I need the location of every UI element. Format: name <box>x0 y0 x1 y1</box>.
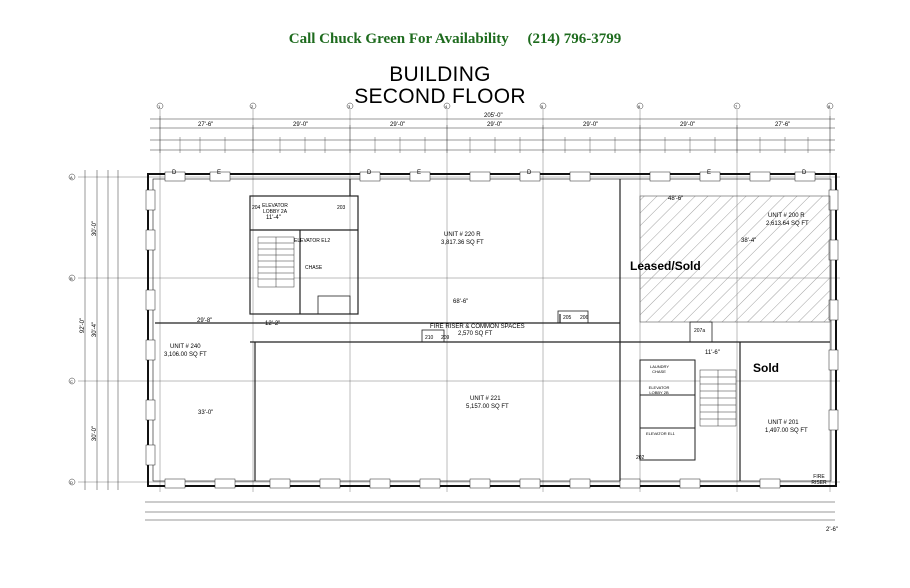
stair-left <box>257 236 295 288</box>
room-209-label: 209 <box>441 335 450 341</box>
chase-label: CHASE <box>305 265 323 271</box>
exterior-walls <box>147 173 837 487</box>
unit-220r-name: UNIT # 220 R <box>444 232 481 238</box>
grid-bubble-1 <box>156 102 164 110</box>
left-bay-dim-2: 30'-4" <box>92 321 99 338</box>
unit-220r-area: 3,817.36 SQ FT <box>441 240 484 246</box>
elevator-lobby-2b-label: ELEVATOR LOBBY 2B <box>648 385 670 395</box>
grid-label-b: B <box>70 276 73 281</box>
unit-221-area: 5,157.00 SQ FT <box>466 404 509 410</box>
contact-banner: Call Chuck Green For Availability (214) … <box>288 31 622 47</box>
grid-label-d: D <box>70 480 73 485</box>
window-tag: E <box>417 170 422 176</box>
unit-200r-name: UNIT # 200 R <box>768 213 805 219</box>
bay-dim-1: 27'-6" <box>198 122 214 128</box>
bottom-dimension-strings <box>145 501 835 521</box>
bay-dim-4: 29'-0" <box>487 122 503 128</box>
unit-221-name: UNIT # 221 <box>470 396 501 402</box>
grid-label-1: 1 <box>158 104 161 109</box>
room-204-label: 204 <box>252 205 261 211</box>
dim-12-2: 12'-2" <box>265 321 281 327</box>
window-tag: E <box>217 170 222 176</box>
laundry-chase-label: LAUNDRY CHASE <box>650 364 670 374</box>
unit-201-area: 1,497.00 SQ FT <box>765 428 808 434</box>
grid-bubble-d <box>68 478 76 486</box>
unit-240-area: 3,106.00 SQ FT <box>164 352 207 358</box>
leased-sold-status: Leased/Sold <box>630 259 701 273</box>
bay-dim-6: 29'-0" <box>680 122 696 128</box>
grid-bubble-5 <box>539 102 547 110</box>
room-210-label: 210 <box>425 335 434 341</box>
sold-status: Sold <box>753 361 779 375</box>
grid-bubble-8 <box>826 102 834 110</box>
grid-label-3: 3 <box>348 104 351 109</box>
grid-label-8: 8 <box>828 104 831 109</box>
small-rooms <box>317 295 713 343</box>
common-spaces-name: FIRE RISER & COMMON SPACES <box>430 324 525 330</box>
room-205-label: 205 <box>563 315 572 321</box>
bay-dim-3: 29'-0" <box>390 122 406 128</box>
grid-bubble-7 <box>733 102 741 110</box>
window-tag: E <box>707 170 712 176</box>
grid-bubble-2 <box>249 102 257 110</box>
stair-right <box>699 369 737 427</box>
room-203-label: 203 <box>337 205 346 211</box>
dim-29-8: 29'-8" <box>197 318 213 324</box>
elevator-core-right <box>639 359 696 461</box>
left-bay-dim-3: 30'-0" <box>92 425 99 442</box>
window-tag: D <box>527 170 532 176</box>
dim-11-4: 11'-4" <box>266 215 281 221</box>
room-206-label: 206 <box>580 315 589 321</box>
bay-dim-5: 29'-0" <box>583 122 599 128</box>
leased-area-hatch <box>639 195 831 323</box>
dim-11-6: 11'-6" <box>705 350 720 356</box>
common-spaces-area: 2,570 SQ FT <box>458 331 493 337</box>
grid-bubble-b <box>68 274 76 282</box>
grid-bubble-a <box>68 173 76 181</box>
fire-riser-label: FIRE RISER <box>811 474 827 486</box>
dim-38-4: 38'-4" <box>741 238 757 244</box>
grid-bubble-6 <box>636 102 644 110</box>
grid-bubble-4 <box>443 102 451 110</box>
elevator-2b-label: ELEVATOR EL1 <box>646 431 675 436</box>
dim-48-6: 48'-6" <box>668 196 684 202</box>
unit-201-name: UNIT # 201 <box>768 420 799 426</box>
grid-label-a: A <box>70 175 73 180</box>
grid-label-4: 4 <box>445 104 448 109</box>
top-dimension-strings <box>150 118 835 151</box>
grid-label-5: 5 <box>541 104 544 109</box>
bay-dim-2: 29'-0" <box>293 122 309 128</box>
dim-68-6: 68'-6" <box>453 299 469 305</box>
plan-title-line-2: SECOND FLOOR <box>354 85 526 108</box>
unit-240-name: UNIT # 240 <box>170 344 201 350</box>
elevator-label: ELEVATOR EL2 <box>294 238 331 244</box>
room-207a-label: 207a <box>694 328 706 334</box>
dim-33-0: 33'-0" <box>198 410 214 416</box>
left-bay-dim-1: 30'-0" <box>92 220 99 237</box>
room-202-label: 202 <box>636 455 645 461</box>
dimension-ticks <box>159 116 831 153</box>
grid-label-6: 6 <box>638 104 641 109</box>
window-tag: D <box>367 170 372 176</box>
bay-dim-7: 27'-6" <box>775 122 791 128</box>
overall-width-dim: 205'-0" <box>484 113 503 119</box>
overall-depth-dim: 92'-0" <box>80 317 87 334</box>
column-grid-bubbles <box>68 102 834 486</box>
grid-label-7: 7 <box>735 104 738 109</box>
window-openings <box>145 171 839 489</box>
grid-label-2: 2 <box>251 104 254 109</box>
window-tag: D <box>802 170 807 176</box>
unit-200r-area: 2,613.64 SQ FT <box>766 221 809 227</box>
right-bottom-dim: 2'-6" <box>826 527 838 533</box>
elevator-lobby-label: ELEVATOR LOBBY 2A <box>262 203 288 215</box>
grid-bubble-c <box>68 377 76 385</box>
grid-bubble-3 <box>346 102 354 110</box>
plan-title-line-1: BUILDING <box>389 63 491 86</box>
grid-label-c: C <box>70 379 73 384</box>
window-tag: D <box>172 170 177 176</box>
left-dimension-strings <box>84 170 119 490</box>
